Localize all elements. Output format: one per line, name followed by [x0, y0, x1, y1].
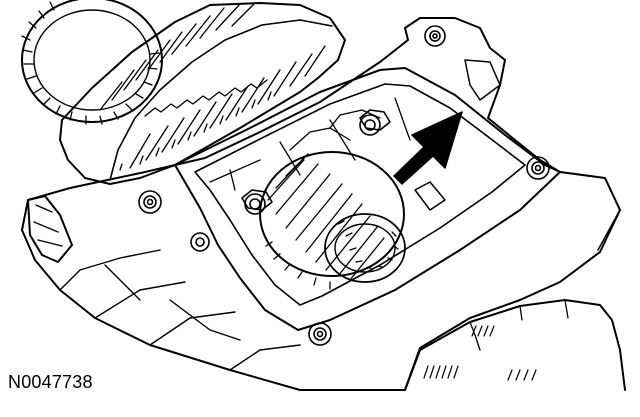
left-mounting-flange	[28, 196, 72, 262]
output-shaft	[405, 300, 625, 390]
differential-side-gear	[260, 152, 405, 289]
ring-gear	[22, 0, 162, 124]
retaining-bolts	[242, 110, 390, 210]
case-ribs	[60, 250, 300, 370]
differential-housing-cavity	[175, 68, 560, 330]
right-case-details	[415, 60, 620, 300]
transmission-case-outline	[22, 18, 620, 390]
bolt-holes	[139, 26, 549, 345]
main-shaft-gear-cluster	[60, 3, 345, 184]
indicator-arrow	[394, 112, 462, 184]
figure-reference-code: N0047738	[8, 372, 93, 392]
